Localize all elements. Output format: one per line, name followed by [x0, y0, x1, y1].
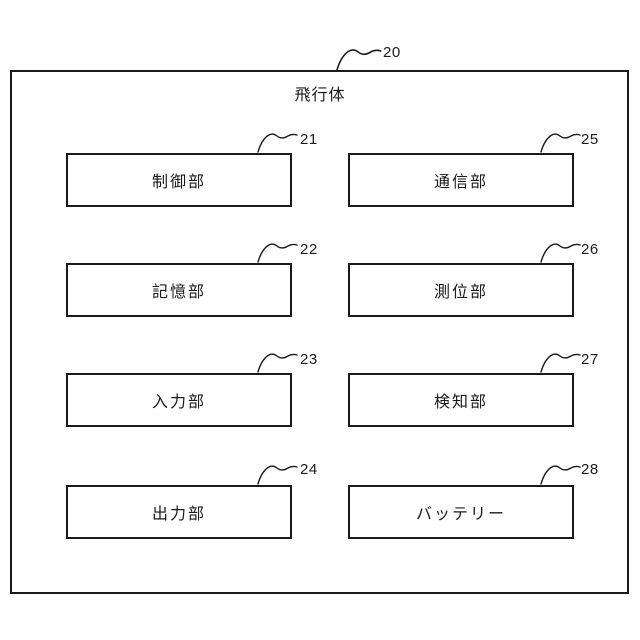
- block-input-unit: 入力部: [66, 373, 292, 427]
- leader-squiggle-20: [336, 49, 382, 71]
- block-label: 制御部: [151, 174, 206, 191]
- ref-label-26: 26: [581, 241, 599, 258]
- diagram-title: 飛行体: [294, 87, 346, 104]
- block-label: 測位部: [433, 284, 488, 301]
- block-label: 通信部: [433, 174, 488, 191]
- ref-label-24: 24: [300, 461, 318, 478]
- ref-label-28: 28: [581, 461, 599, 478]
- ref-label-21: 21: [300, 131, 318, 148]
- ref-label-23: 23: [300, 351, 318, 368]
- block-label: 検知部: [433, 394, 488, 411]
- ref-label-27: 27: [581, 351, 599, 368]
- block-label: バッテリー: [415, 506, 506, 523]
- block-battery: バッテリー: [348, 485, 574, 539]
- block-detection-unit: 検知部: [348, 373, 574, 427]
- block-label: 記憶部: [151, 284, 206, 301]
- ref-label-22: 22: [300, 241, 318, 258]
- block-label: 出力部: [151, 506, 206, 523]
- block-output-unit: 出力部: [66, 485, 292, 539]
- block-storage-unit: 記憶部: [66, 263, 292, 317]
- block-control-unit: 制御部: [66, 153, 292, 207]
- ref-label-20: 20: [383, 44, 401, 61]
- ref-label-25: 25: [581, 131, 599, 148]
- block-positioning-unit: 測位部: [348, 263, 574, 317]
- block-label: 入力部: [151, 394, 206, 411]
- outer-box-aircraft: [10, 70, 629, 594]
- block-communication-unit: 通信部: [348, 153, 574, 207]
